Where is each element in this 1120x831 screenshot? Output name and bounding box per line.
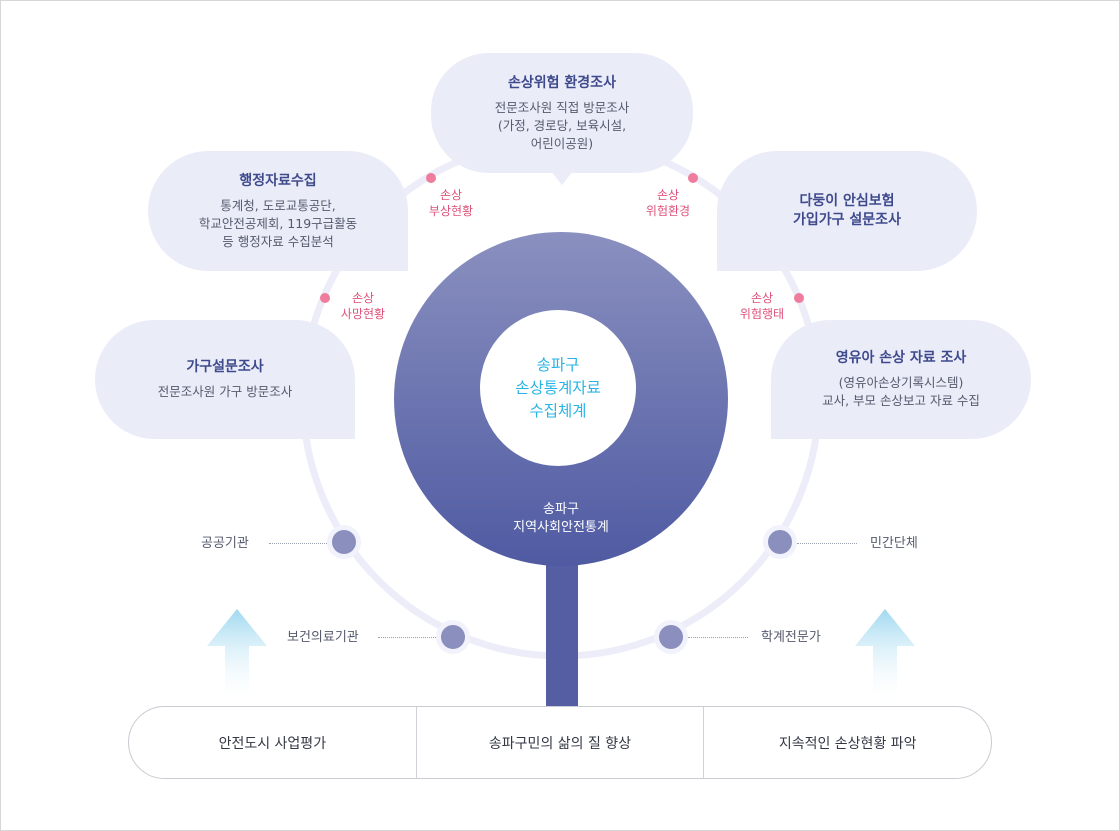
leader-line <box>378 637 436 638</box>
bubble-description: 통계청, 도로교통공단, 학교안전공제회, 119구급활동 등 행정자료 수집분… <box>198 197 358 249</box>
hub-stem <box>546 556 578 706</box>
ring-label-risk-behavior: 손상 위험행태 <box>739 291 785 321</box>
bubble-title: 영유아 손상 자료 조사 <box>835 350 967 366</box>
leader-line <box>688 637 748 638</box>
hub-title: 송파구 손상통계자료 수집체계 <box>515 355 601 420</box>
bubble-pointer <box>551 171 573 185</box>
bubble-title: 가구설문조사 <box>186 359 264 375</box>
outcome-safe-city: 안전도시 사업평가 <box>218 735 327 752</box>
ring-node-medical <box>436 620 470 654</box>
ring-node-academic <box>654 620 688 654</box>
bubble-environment-survey: 손상위험 환경조사 전문조사원 직접 방문조사 (가정, 경로당, 보육시설, … <box>431 53 693 173</box>
bubble-description: 전문조사원 직접 방문조사 (가정, 경로당, 보육시설, 어린이공원) <box>494 99 630 151</box>
bubble-insurance-survey: 다둥이 안심보험 가입가구 설문조사 <box>717 151 977 271</box>
leader-line <box>797 543 857 544</box>
org-label-private: 민간단체 <box>870 536 918 551</box>
org-label-medical: 보건의료기관 <box>287 630 359 645</box>
ring-label-risk-environment: 손상 위험환경 <box>645 188 691 218</box>
bubble-household-survey: 가구설문조사 전문조사원 가구 방문조사 <box>95 320 355 439</box>
org-label-academic: 학계전문가 <box>761 630 821 645</box>
leader-line <box>269 543 327 544</box>
ring-label-death-status: 손상 사망현황 <box>340 291 386 321</box>
outcome-quality-of-life: 송파구민의 삶의 질 향상 <box>415 707 704 778</box>
bubble-title: 손상위험 환경조사 <box>508 74 616 91</box>
ring-dot <box>320 293 330 303</box>
org-label-public: 공공기관 <box>201 536 249 551</box>
ring-node-public <box>327 525 361 559</box>
hub-label: 송파구 지역사회안전통계 <box>513 502 609 535</box>
hub-inner-circle: 송파구 손상통계자료 수집체계 <box>480 310 636 466</box>
bubble-title: 다둥이 안심보험 가입가구 설문조사 <box>793 193 901 228</box>
left-up-arrow <box>207 609 267 706</box>
right-up-arrow <box>855 609 915 706</box>
bubble-title: 행정자료수집 <box>239 172 317 189</box>
ring-dot <box>794 293 804 303</box>
ring-node-private <box>763 525 797 559</box>
outcomes-bar: 안전도시 사업평가 송파구민의 삶의 질 향상 지속적인 손상현황 파악 <box>128 706 992 779</box>
ring-label-injury-status: 손상 부상현황 <box>428 188 474 218</box>
ring-dot <box>426 173 436 183</box>
bubble-administrative-data: 행정자료수집 통계청, 도로교통공단, 학교안전공제회, 119구급활동 등 행… <box>148 151 408 271</box>
bubble-infant-injury: 영유아 손상 자료 조사 (영유아손상기록시스템) 교사, 부모 손상보고 자료… <box>771 320 1031 439</box>
outcome-injury-monitoring: 지속적인 손상현황 파악 <box>703 707 991 778</box>
bubble-description: (영유아손상기록시스템) 교사, 부모 손상보고 자료 수집 <box>822 375 980 408</box>
bubble-description: 전문조사원 가구 방문조사 <box>157 384 293 399</box>
ring-dot <box>688 173 698 183</box>
